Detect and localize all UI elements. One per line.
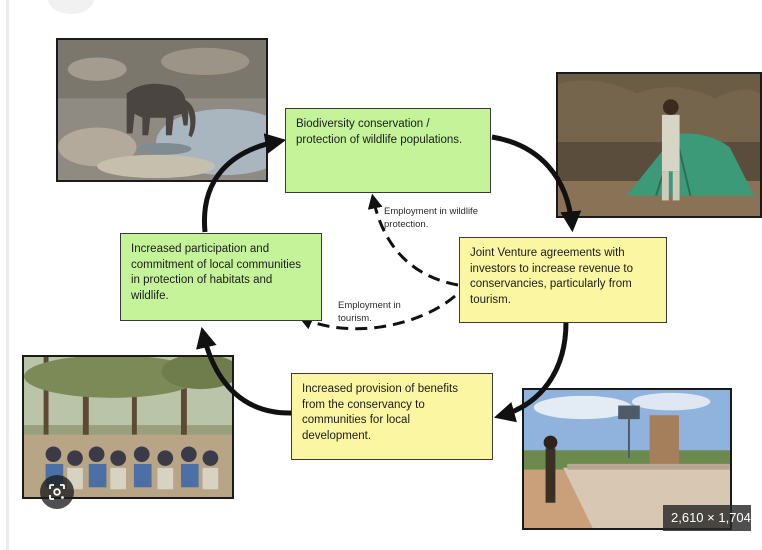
arrow-joint-venture-to-benefits [493,321,569,423]
top-edge-shape [48,0,94,14]
benefits-box: Increased provision of benefits from the… [291,373,493,460]
elephant-waterhole-photo [56,38,268,182]
biodiversity-box: Biodiversity conservation / protection o… [285,108,491,193]
arrow-participation-to-biodiversity [201,133,287,233]
community-meeting-photo [22,355,234,499]
google-lens-button[interactable] [40,475,74,509]
arrow-biodiversity-to-joint-venture [491,134,582,233]
image-size-badge: 2,610 × 1,704 [663,505,751,531]
google-lens-icon [49,484,65,500]
tourism-employment-label: Employment in tourism. [338,300,401,324]
arrow-benefits-to-participation [196,326,293,416]
water-tower-photo [522,388,732,530]
participation-box: Increased participation and commitment o… [120,233,322,321]
wildlife-employment-label: Employment in wildlife protection. [384,206,478,230]
joint-venture-box: Joint Venture agreements with investors … [459,237,667,323]
ranger-tent-photo [556,72,762,218]
left-edge-rule [6,0,9,550]
dashed-arrow-tourism-employment [297,294,456,331]
dashed-arrow-wildlife-employment [367,193,459,287]
